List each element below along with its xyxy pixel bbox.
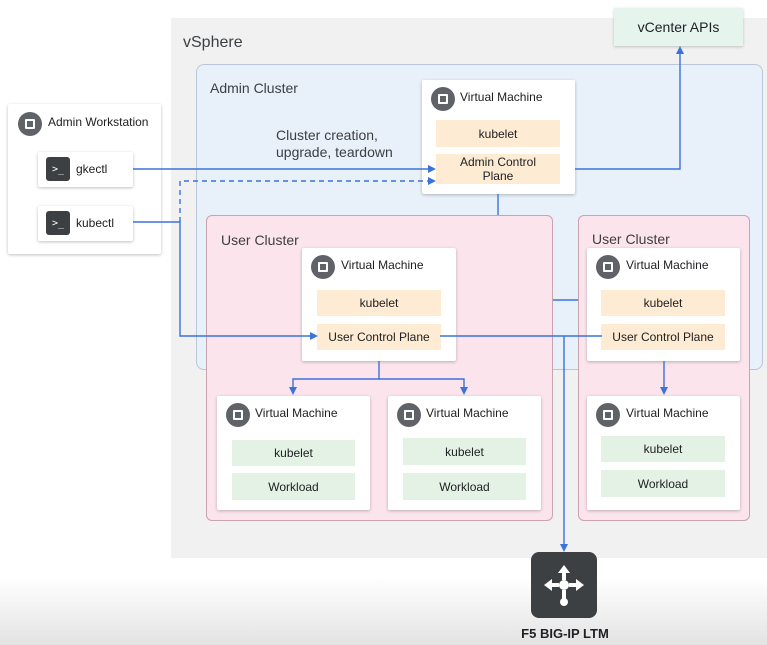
admin-to-vcenter-arrow [575, 46, 684, 170]
user-cluster-2-label: User Cluster [592, 231, 670, 247]
kubelet-block: kubelet [232, 440, 355, 466]
vm-title: Virtual Machine [255, 406, 338, 420]
kubectl-to-user-cp-arrow [133, 221, 318, 340]
load-balancer-icon [531, 552, 597, 618]
load-balancer-label: F5 BIG-IP LTM [521, 626, 609, 641]
workload-vm-card: Virtual Machine kubelet Workload [388, 396, 541, 510]
gkectl-label: gkectl [76, 162, 108, 176]
vm-title: Virtual Machine [626, 406, 709, 420]
terminal-icon: >_ [46, 157, 70, 181]
gkectl-tool[interactable]: >_ gkectl [38, 152, 133, 187]
admin-vm-card: Virtual Machine kubelet Admin Control Pl… [422, 80, 575, 194]
workload-block: Workload [403, 473, 526, 500]
vm-title: Virtual Machine [426, 406, 509, 420]
chip-icon [431, 87, 455, 111]
chip-icon [596, 255, 620, 279]
user-control-plane-block: User Control Plane [601, 324, 725, 350]
user-control-plane-block: User Control Plane [317, 324, 441, 350]
chip-icon [311, 255, 335, 279]
chip-icon [397, 403, 421, 427]
kubectl-tool[interactable]: >_ kubectl [38, 206, 133, 241]
vm-title: Virtual Machine [460, 90, 543, 104]
cp-to-workload-tree-right [379, 378, 468, 395]
chip-icon [226, 403, 250, 427]
admin-operations-caption: Cluster creation, upgrade, teardown [276, 127, 393, 160]
vm-title: Virtual Machine [626, 258, 709, 272]
vcenter-apis-label: vCenter APIs [637, 19, 720, 35]
chip-icon [18, 112, 42, 136]
kubelet-block: kubelet [317, 290, 441, 316]
kubelet-block: kubelet [601, 436, 725, 462]
kubectl-label: kubectl [76, 216, 115, 230]
kubelet-block: kubelet [601, 290, 725, 316]
kubectl-dashed-arrow [179, 177, 436, 222]
cp-to-workload-tree [289, 361, 380, 395]
kubelet-block: kubelet [403, 438, 526, 465]
vsphere-label: vSphere [183, 34, 243, 51]
user-cp-vm-card: Virtual Machine kubelet User Control Pla… [302, 248, 456, 361]
workload-vm-card: Virtual Machine kubelet Workload [587, 396, 740, 510]
vm-title: Virtual Machine [341, 258, 424, 272]
bottom-fade [0, 578, 767, 645]
user-cp-vm-card: Virtual Machine kubelet User Control Pla… [587, 248, 740, 361]
user-cluster-label: User Cluster [221, 232, 299, 248]
chip-icon [596, 403, 620, 427]
admin-workstation-title: Admin Workstation [48, 115, 149, 129]
terminal-icon: >_ [46, 211, 70, 235]
admin-control-plane-block: Admin Control Plane [436, 154, 560, 184]
workload-block: Workload [232, 473, 355, 500]
vcenter-apis-box: vCenter APIs [614, 8, 743, 46]
workload-vm-card: Virtual Machine kubelet Workload [217, 396, 370, 510]
workload-block: Workload [601, 470, 725, 497]
admin-cluster-label: Admin Cluster [210, 80, 298, 96]
kubelet-block: kubelet [436, 120, 560, 147]
